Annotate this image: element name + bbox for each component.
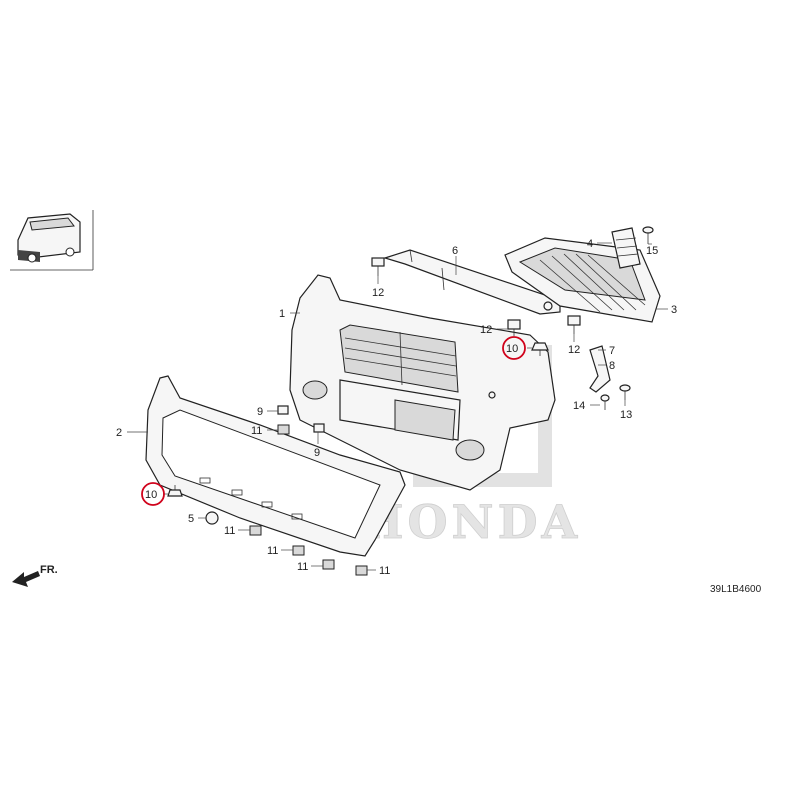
callout-11-b: 11 (224, 525, 235, 537)
lower-garnish-part-2 (145, 375, 406, 557)
grille-clip-part-4 (611, 227, 641, 269)
vehicle-thumbnail (10, 210, 94, 271)
highlight-circle-10-upper (502, 336, 526, 360)
screw-14 (600, 394, 610, 410)
callout-11-e: 11 (379, 565, 390, 577)
honda-watermark: HONDA (360, 345, 581, 549)
nut-11-c (292, 545, 305, 556)
bolt-12-mid (507, 319, 521, 336)
callout-9-lower: 9 (314, 447, 320, 459)
callout-12-left: 12 (372, 287, 384, 299)
front-direction-indicator: FR. (12, 564, 58, 587)
bolt-12-right (567, 315, 581, 334)
screw-15 (642, 226, 654, 244)
callout-12-right: 12 (568, 344, 580, 356)
callout-3: 3 (671, 304, 677, 316)
nut-11-d (322, 559, 335, 570)
watermark-text: HONDA (360, 495, 581, 549)
callout-2: 2 (116, 427, 122, 439)
nut-11-b (249, 525, 262, 536)
callout-12-mid: 12 (480, 324, 492, 336)
callout-10-lower: 10 (145, 489, 157, 501)
nut-11-a (277, 424, 290, 435)
callout-9-upper: 9 (257, 406, 263, 418)
highlight-circles (141, 336, 526, 506)
callout-5: 5 (188, 513, 194, 525)
callout-13: 13 (620, 409, 632, 421)
callout-11-c: 11 (267, 545, 278, 557)
front-bumper-part-1 (289, 274, 556, 491)
upper-bar-part-6 (382, 249, 561, 315)
clip-10-lower (167, 485, 183, 497)
grommet-5 (205, 511, 219, 525)
callout-14: 14 (573, 400, 585, 412)
diagram-code: 39L1B4600 (710, 584, 762, 595)
callout-7: 7 (609, 345, 615, 357)
clip-9-lower (313, 423, 325, 433)
callout-4: 4 (587, 238, 593, 250)
fasteners (167, 226, 654, 576)
callout-15: 15 (646, 245, 658, 257)
side-bracket-part-8 (589, 345, 611, 393)
callout-1: 1 (279, 308, 285, 320)
highlight-circle-10-lower (141, 482, 165, 506)
screw-13 (619, 384, 631, 400)
arrow-left-icon (12, 571, 40, 587)
callout-11-a: 11 (251, 425, 262, 437)
clip-10-upper (531, 342, 549, 356)
callout-11-d: 11 (297, 561, 308, 573)
leader-lines (127, 242, 668, 571)
callout-10-upper: 10 (506, 343, 518, 355)
nut-11-e (355, 565, 368, 576)
callout-numbers: 1 2 3 4 5 6 7 8 9 9 10 10 11 11 11 11 11… (116, 238, 677, 577)
clip-9-upper (277, 405, 289, 415)
callout-6: 6 (452, 245, 458, 257)
direction-label: FR. (40, 564, 58, 576)
bolt-12-left (371, 257, 385, 276)
callout-8: 8 (609, 360, 615, 372)
